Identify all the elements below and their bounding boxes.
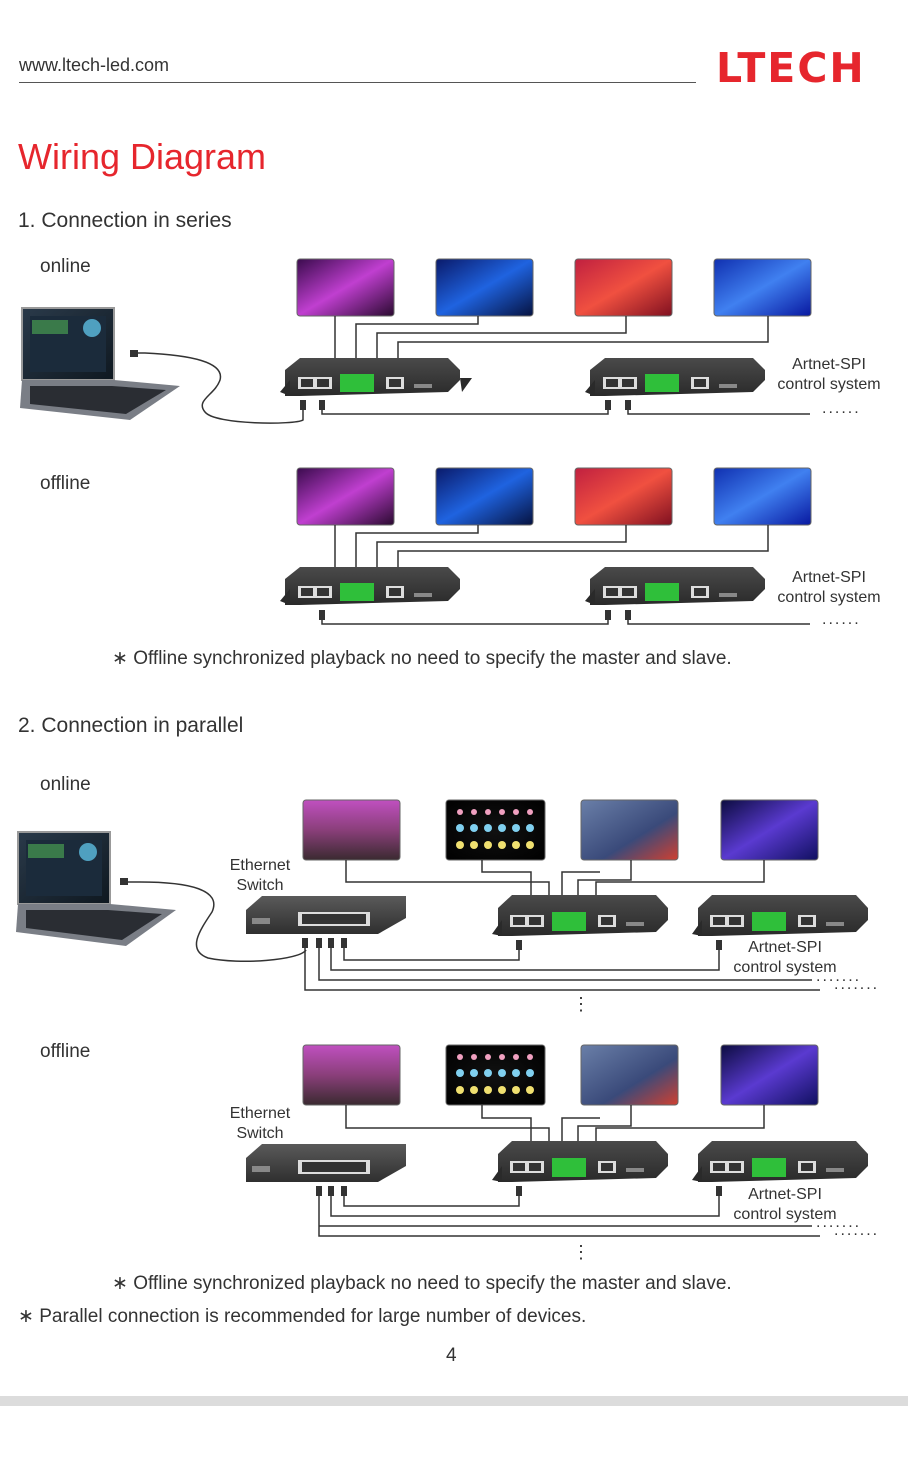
series-offline-label: offline bbox=[40, 473, 91, 494]
laptop-icon bbox=[20, 307, 180, 420]
ethernet-switch-icon bbox=[246, 1144, 406, 1182]
series-offline-group bbox=[280, 467, 812, 625]
controller-device-4 bbox=[585, 567, 765, 605]
parallel-offline-label: offline bbox=[40, 1041, 91, 1062]
ethernet-switch-icon bbox=[246, 896, 406, 934]
parallel-recommendation-note: ∗ Parallel connection is recommended for… bbox=[18, 1306, 587, 1327]
parallel-online-continuation-2: ....... bbox=[834, 976, 880, 993]
series-online-label: online bbox=[40, 256, 91, 277]
website-url[interactable]: www.ltech-led.com bbox=[19, 55, 170, 75]
laptop-icon bbox=[16, 831, 176, 946]
section-parallel-heading: 2. Connection in parallel bbox=[18, 714, 244, 737]
parallel-offline-group bbox=[246, 1044, 868, 1237]
controller-device-5 bbox=[492, 895, 668, 936]
controller-device-6 bbox=[692, 895, 868, 936]
parallel-online-vertical-dots: ⋮ bbox=[572, 994, 590, 1014]
controller-device-3 bbox=[280, 567, 460, 605]
controller-device-2 bbox=[585, 358, 765, 396]
parallel-offline-continuation-2: ....... bbox=[834, 1222, 880, 1239]
parallel-offline-vertical-dots: ⋮ bbox=[572, 1242, 590, 1262]
controller-device-7 bbox=[492, 1141, 668, 1182]
parallel-online-continuation-1: ....... bbox=[816, 968, 862, 985]
series-offline-continuation: ...... bbox=[822, 611, 861, 628]
series-online-continuation: ...... bbox=[822, 400, 861, 417]
section-series-heading: 1. Connection in series bbox=[18, 209, 232, 232]
controller-device-8 bbox=[692, 1141, 868, 1182]
parallel-offline-continuation-1: ....... bbox=[816, 1214, 862, 1231]
series-offline-note: ∗ Offline synchronized playback no need … bbox=[112, 648, 732, 669]
parallel-online-group bbox=[16, 799, 868, 991]
footer-bar bbox=[0, 1396, 908, 1406]
ltech-logo: LTECH bbox=[716, 44, 866, 92]
page-number: 4 bbox=[446, 1345, 457, 1366]
page-title: Wiring Diagram bbox=[18, 136, 267, 177]
parallel-offline-note: ∗ Offline synchronized playback no need … bbox=[112, 1273, 732, 1294]
header-rule bbox=[19, 82, 696, 83]
parallel-online-label: online bbox=[40, 774, 91, 795]
controller-device-1 bbox=[280, 358, 472, 396]
series-online-group bbox=[20, 258, 812, 424]
